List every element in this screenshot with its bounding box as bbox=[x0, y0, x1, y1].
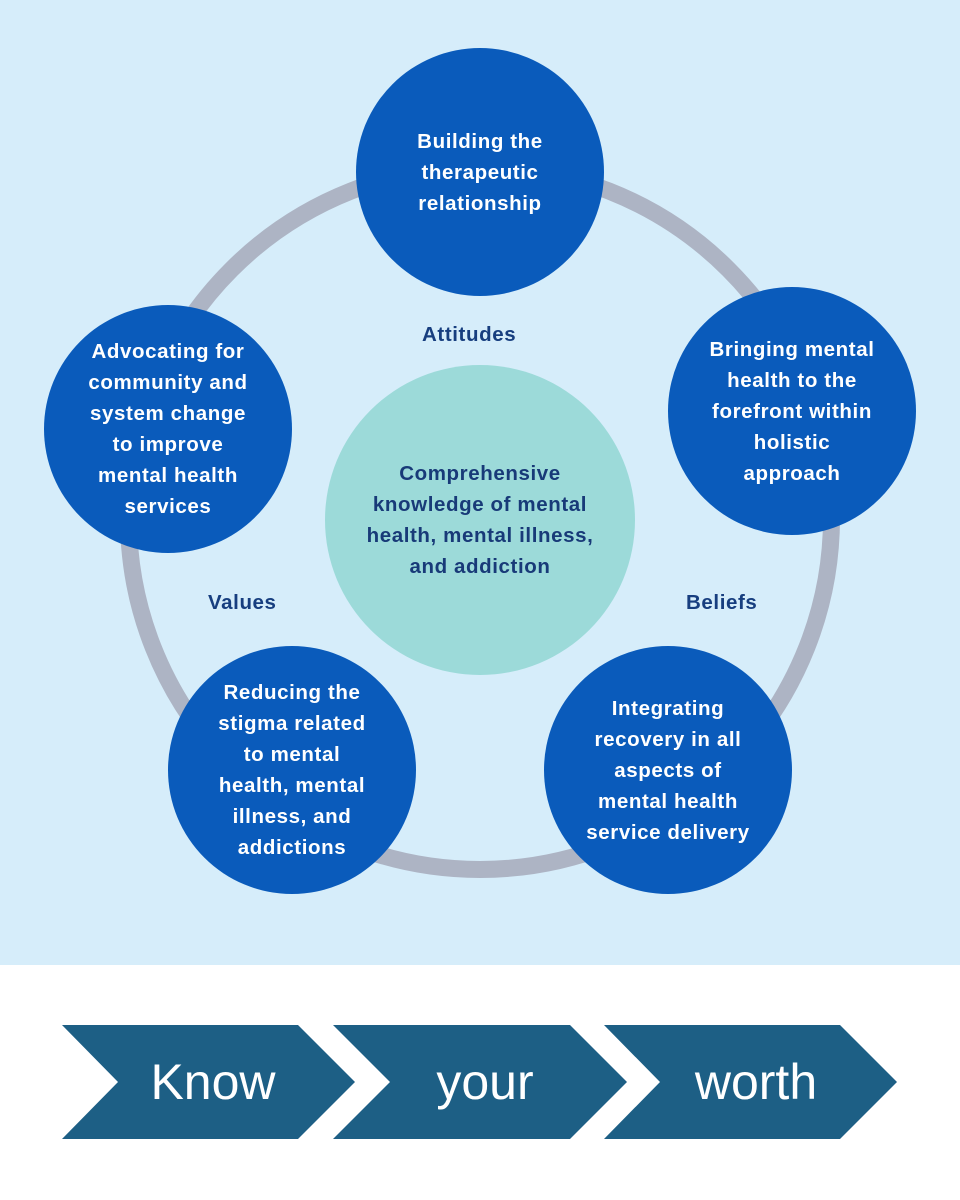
node-line: health to the bbox=[727, 368, 857, 392]
chevron-shape-1 bbox=[62, 1025, 355, 1139]
node-holistic-approach: Bringing mental health to the forefront … bbox=[668, 287, 916, 535]
label-attitudes: Attitudes bbox=[422, 323, 517, 346]
label-values: Values bbox=[208, 591, 277, 614]
node-line: service delivery bbox=[586, 820, 750, 844]
node-line: addictions bbox=[237, 836, 347, 859]
node-line: illness, and bbox=[232, 805, 352, 828]
node-line: services bbox=[124, 495, 212, 518]
node-line: stigma related bbox=[218, 712, 366, 735]
node-line: Reducing the bbox=[223, 681, 361, 704]
node-therapeutic-relationship: Building the therapeutic relationship bbox=[356, 48, 604, 296]
node-line: relationship bbox=[418, 191, 542, 215]
node-line: aspects of bbox=[614, 758, 722, 782]
node-line: system change bbox=[90, 402, 246, 425]
center-text: Comprehensive knowledge of mental health… bbox=[366, 462, 594, 578]
node-line: holistic bbox=[753, 430, 831, 454]
node-line: Bringing mental bbox=[709, 337, 875, 361]
center-circle: Comprehensive knowledge of mental health… bbox=[325, 365, 635, 675]
node-line: approach bbox=[743, 461, 841, 485]
node-line: therapeutic bbox=[421, 160, 539, 184]
chevron-word-know: Know bbox=[150, 1054, 276, 1110]
chevron-word-worth: worth bbox=[694, 1054, 818, 1110]
node-line: Integrating bbox=[611, 696, 725, 720]
chevron-shape-2 bbox=[333, 1025, 627, 1139]
chevron-word-your: your bbox=[436, 1054, 534, 1110]
node-line: to improve bbox=[112, 433, 224, 456]
chevron-banner bbox=[62, 1025, 897, 1139]
node-integrating-recovery: Integrating recovery in all aspects of m… bbox=[544, 646, 792, 894]
node-line: Advocating for bbox=[91, 340, 245, 363]
chevron-shape-3 bbox=[604, 1025, 897, 1139]
node-advocating-change: Advocating for community and system chan… bbox=[44, 305, 292, 553]
node-line: Building the bbox=[417, 129, 543, 153]
node-line: mental health bbox=[98, 464, 238, 487]
node-line: forefront within bbox=[712, 399, 872, 423]
node-line: mental health bbox=[598, 789, 738, 813]
diagram-panel: Building the therapeutic relationship Br… bbox=[0, 0, 960, 965]
node-line: health, mental bbox=[218, 774, 366, 797]
node-line: to mental bbox=[243, 743, 341, 766]
label-beliefs: Beliefs bbox=[686, 591, 758, 614]
node-line: community and bbox=[88, 371, 248, 394]
node-line: recovery in all bbox=[594, 727, 742, 751]
node-reducing-stigma: Reducing the stigma related to mental he… bbox=[168, 646, 416, 894]
